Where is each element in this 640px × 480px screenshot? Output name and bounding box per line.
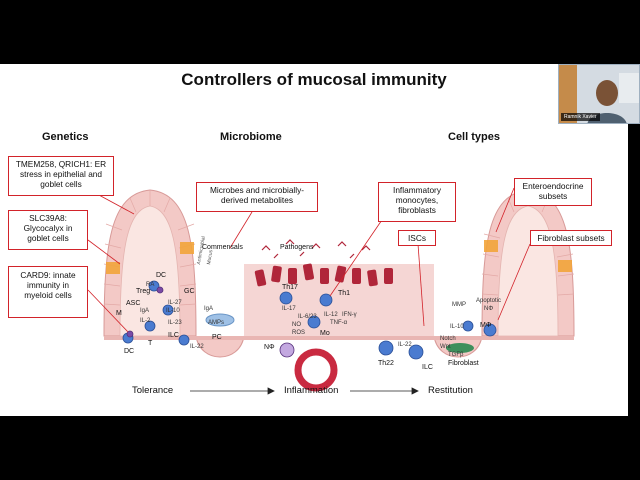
section-cell-types: Cell types [448, 131, 500, 143]
label-ilc-mid: ILC [422, 364, 433, 371]
label-ilc-left: ILC [168, 332, 179, 339]
label-apoptotic: Apoptotic [476, 298, 502, 304]
section-genetics: Genetics [42, 131, 89, 143]
label-ra: RA [146, 282, 155, 288]
label-amps: AMPs [208, 320, 225, 326]
label-commensals: Commensals [202, 244, 243, 251]
label-nphi-2: NΦ [484, 306, 494, 312]
label-notch: Notch [440, 336, 456, 342]
label-il27: IL-27 [168, 300, 182, 306]
participant-video-tile[interactable]: Ramnik Xavier [558, 64, 640, 124]
label-asc: ASC [126, 300, 141, 307]
label-tolerance: Tolerance [132, 385, 174, 396]
label-il22-left: IL-22 [190, 344, 204, 350]
label-il17: IL-17 [282, 306, 296, 312]
callout-fibroblast-subsets: Fibroblast subsets [530, 230, 612, 246]
label-treg: Treg [136, 288, 151, 295]
callout-inflammatory: Inflammatory monocytes, fibroblasts [378, 182, 456, 222]
callout-enteroendocrine: Enteroendocrine subsets [514, 178, 592, 206]
label-il2: IL-2 [140, 318, 151, 324]
label-m: M [116, 310, 122, 317]
section-microbiome: Microbiome [220, 131, 282, 143]
label-il22-mid: IL-22 [398, 342, 412, 348]
label-mphi: MΦ [480, 322, 492, 329]
participant-name: Ramnik Xavier [561, 113, 600, 121]
label-th1: Th1 [338, 290, 351, 297]
callout-tmem258: TMEM258, QRICH1: ER stress in epithelial… [8, 156, 114, 196]
label-il23: IL-23 [168, 320, 182, 326]
label-il10: IL-10 [166, 308, 180, 314]
label-pc: PC [212, 334, 222, 341]
label-il10-right: IL-10 [450, 324, 464, 330]
label-th17: Th17 [282, 284, 298, 291]
label-tnfa: TNF-α [330, 320, 348, 326]
label-fibroblast: Fibroblast [448, 360, 479, 367]
label-inflammation: Inflammation [284, 385, 339, 396]
label-wnt: Wnt [440, 344, 451, 350]
label-nphi: NΦ [264, 344, 275, 351]
label-dc-top: DC [156, 272, 167, 279]
callout-slc39a8: SLC39A8: Glycocalyx in goblet cells [8, 210, 88, 250]
label-iga-2: IgA [204, 306, 214, 312]
label-th22: Th22 [378, 360, 394, 367]
label-mo: Mo [320, 330, 330, 337]
label-il12: IL-12 [324, 312, 338, 318]
label-dc-bottom: DC [124, 348, 135, 355]
label-ifng: IFN-γ [342, 312, 357, 318]
label-tgfb: TGFβ [448, 352, 464, 358]
label-ros: ROS [292, 330, 306, 336]
label-t: T [148, 340, 153, 347]
presentation-edge [628, 124, 640, 416]
presentation-slide: Controllers of mucosal immunity Genetics… [0, 64, 628, 416]
callout-card9: CARD9: innate immunity in myeloid cells [8, 266, 88, 318]
label-gc: GC [184, 288, 195, 295]
label-pathogens: Pathogens [280, 244, 314, 251]
callout-iscs: ISCs [398, 230, 436, 246]
label-restitution: Restitution [428, 385, 473, 396]
gut-diagram [85, 187, 575, 395]
label-mmp: MMP [452, 302, 466, 308]
callout-microbes: Microbes and microbially-derived metabol… [196, 182, 318, 212]
label-il623: IL-6/23 [298, 314, 317, 320]
label-no: NO [292, 322, 301, 328]
label-iga-1: IgA [140, 308, 150, 314]
slide-title: Controllers of mucosal immunity [181, 70, 447, 89]
